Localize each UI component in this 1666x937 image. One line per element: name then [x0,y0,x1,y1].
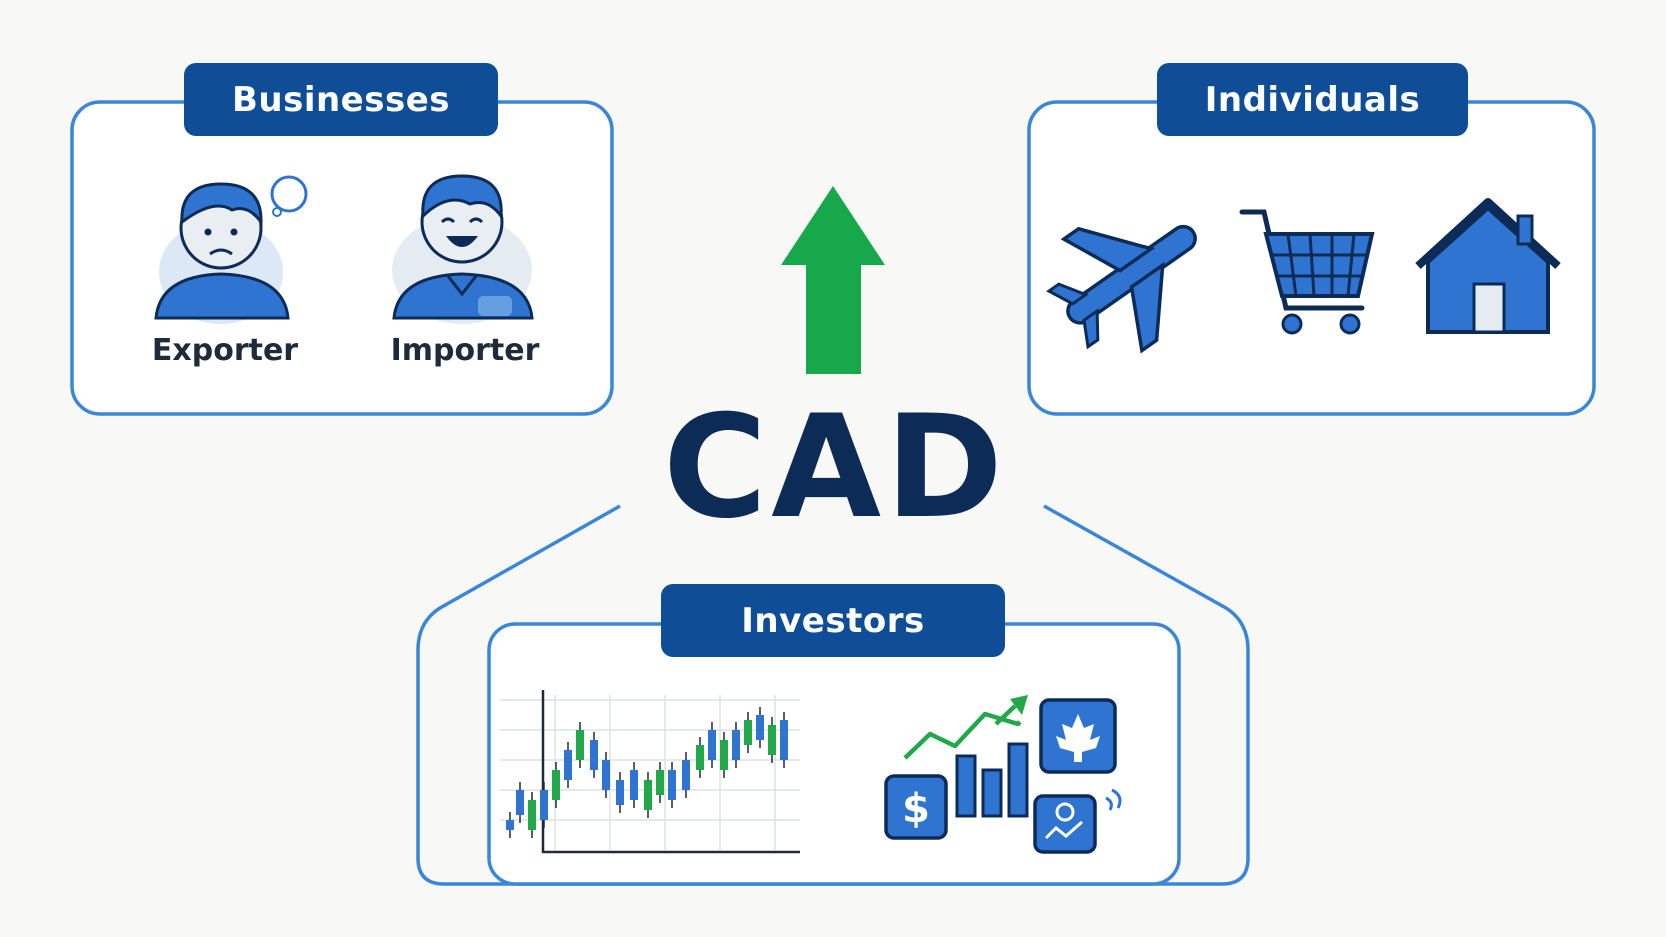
shopping-cart-icon [1239,209,1375,335]
candle-body [668,770,676,800]
candle-body [756,715,764,740]
exporter-caption: Exporter [151,333,299,368]
candle-body [564,750,572,780]
candle-body [780,720,788,760]
candlestick-chart-icon [500,690,800,854]
worried-person-icon [154,175,308,324]
candle-body [602,760,610,790]
cad-title: CAD [663,384,1007,550]
candle-body [732,730,740,760]
house-icon [1415,198,1561,334]
candle-body [720,740,728,770]
candle-body [540,790,548,820]
candle-body [644,780,652,810]
candle-body [768,725,776,755]
candle-body [708,730,716,760]
candle-body [630,770,638,800]
candle-body [656,770,664,795]
happy-person-icon [392,174,534,324]
growth-trend-icon [903,695,1029,818]
airplane-icon [1046,224,1197,354]
candle-body [616,780,624,805]
candle-body [506,820,514,830]
investors-label: Investors [661,584,1005,657]
svg-text:$: $ [902,786,930,832]
dollar-icon: $ [884,774,948,840]
candle-body [682,760,690,790]
candle-body [744,720,752,745]
importer-caption: Importer [390,333,540,368]
businesses-label: Businesses [184,63,498,136]
maple-leaf-icon [1039,698,1117,774]
location-pin-icon [1033,788,1122,854]
candle-body [516,790,524,815]
individuals-label: Individuals [1157,63,1468,136]
candle-body [528,800,536,830]
up-arrow-icon [781,186,885,374]
candle-body [576,730,584,760]
candle-body [552,770,560,800]
candle-body [696,745,704,770]
candle-body [590,740,598,770]
